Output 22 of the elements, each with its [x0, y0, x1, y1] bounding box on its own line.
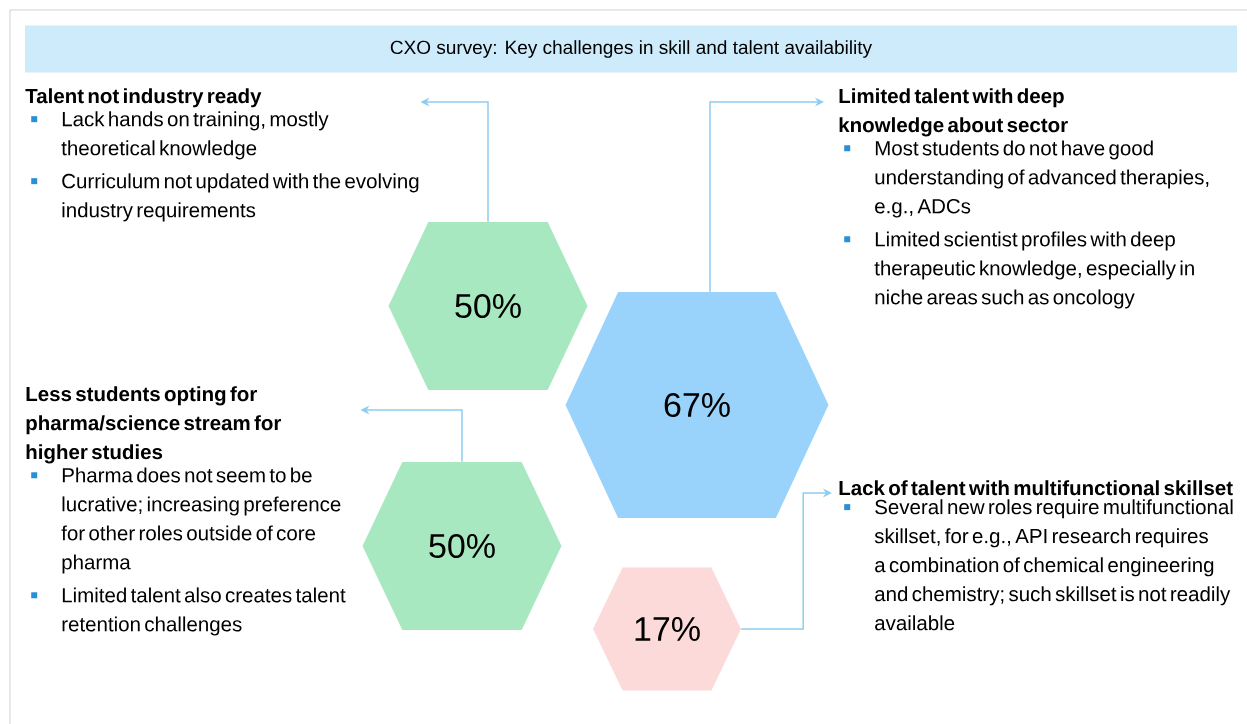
text-block: Less students opting for pharma/science stream for higher studies Pharma does not seem to be lucrative; increasing preference for other roles outside of core pharma Limited talent also creates talent retention challenges	[26, 386, 346, 636]
node-label: Curriculum not updated with the evolving industry requirements	[62, 173, 419, 222]
node-label: Most students do not have good understanding of advanced therapies, e.g., ADCs	[875, 140, 1209, 218]
node-label: Several new roles require multifunctional skillset, for e.g., API research requires a combination of chemical engineering and chemistry; such skillset is not readily available	[874, 499, 1233, 631]
node-label: Limited talent with deep knowledge about sector	[839, 88, 1068, 137]
node-label: Lack hands on training, mostly theoretical knowledge	[61, 111, 329, 160]
node-label: Lack of talent with multifunctional skillset	[839, 480, 1233, 496]
title-band: CXO survey: Key challenges in skill and talent availability	[25, 25, 1237, 73]
hexagon: 50%	[362, 462, 562, 630]
text-block: Limited talent with deep knowledge about sector Most students do not have good understanding of advanced therapies, e.g., ADCs Limited scientist profiles with deep therapeutic knowledge, especially in niche areas such as oncology	[839, 88, 1209, 309]
hexagon: 67%	[565, 292, 829, 518]
arrow	[740, 488, 832, 630]
node-label: Talent not industry ready	[25, 88, 262, 108]
hexagon: 17%	[593, 567, 741, 691]
arrow	[709, 97, 824, 293]
node-label: Pharma does not seem to be lucrative; increasing preference for other roles outside of core pharma	[61, 467, 341, 574]
text-block: Talent not industry ready Lack hands on training, mostly theoretical knowledge Curriculum not updated with the evolving industry requirements	[25, 88, 419, 222]
text-block: Lack of talent with multifunctional skillset Several new roles require multifunctional skillset, for e.g., API research requires a combination of chemical engineering and chemistry; such skillset is not readily available	[839, 480, 1233, 631]
hexagon: 50%	[388, 222, 588, 390]
node-label: Limited scientist profiles with deep therapeutic knowledge, especially in niche areas such as oncology	[874, 231, 1194, 309]
node-label: Less students opting for pharma/science stream for higher studies	[26, 386, 282, 464]
node-label: Limited talent also creates talent retention challenges	[62, 587, 346, 636]
